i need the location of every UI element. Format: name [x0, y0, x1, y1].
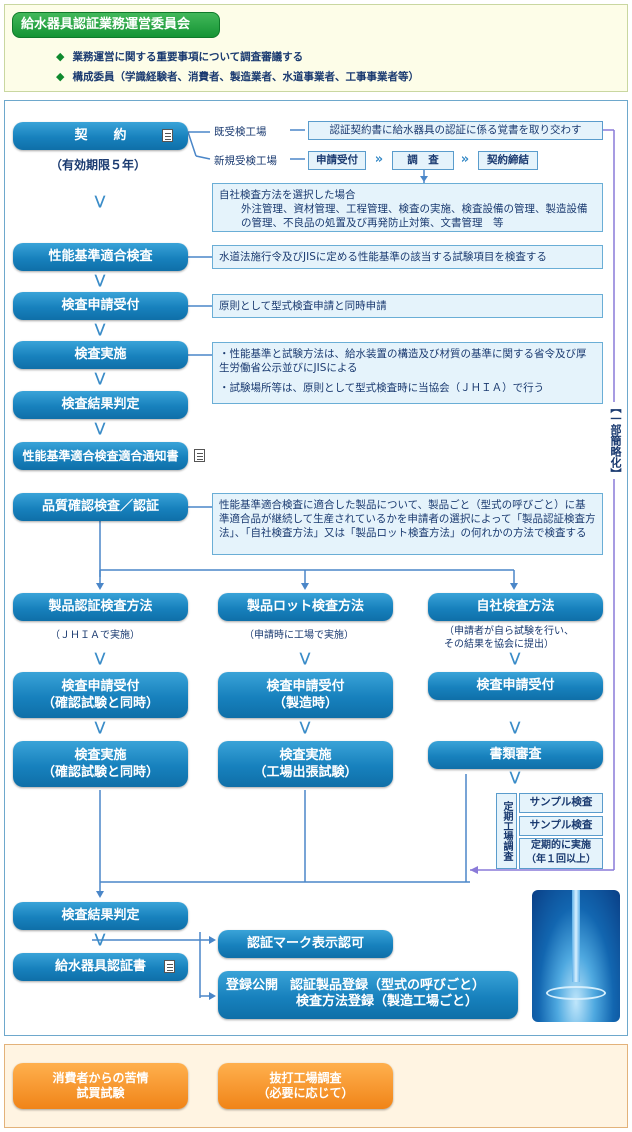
regular-inspection: 定期的に実施（年１回以上） — [519, 838, 603, 869]
self-method-title: 自社検査方法を選択した場合 — [219, 189, 356, 201]
product-cert-method-button[interactable]: 製品認証検査方法 — [13, 593, 188, 621]
application-desc: 原則として型式検査申請と同時申請 — [212, 294, 603, 318]
final-judgment-button[interactable]: 検査結果判定 — [13, 902, 188, 930]
document-icon — [164, 960, 175, 973]
conformity-desc: 水道法施行令及びJISに定める性能基準の該当する試験項目を検査する — [212, 245, 603, 269]
col1-apply-button[interactable]: 検査申請受付（確認試験と同時） — [13, 672, 188, 718]
conformity-inspection-button[interactable]: 性能基準適合検査 — [13, 243, 188, 271]
implementation-notes: ・性能基準と試験方法は、給水装置の構造及び材質の基準に関する省令及び厚生労働省公… — [212, 342, 603, 404]
side-label: 【一部簡略化】 — [607, 402, 623, 479]
water-ripple — [546, 986, 606, 1000]
committee-bullet-2: ◆構成委員（学識経験者、消費者、製造業者、水道事業者、工事事業者等） — [56, 70, 419, 83]
lot-note: （申請時に工場で実施） — [244, 630, 354, 641]
existing-factory-label: 既受検工場 — [214, 126, 267, 138]
impl-note-2: ・試験場所等は、原則として型式検査時に当協会（ＪＨＩＡ）で行う — [219, 382, 545, 394]
document-review-button[interactable]: 書類審査 — [428, 741, 603, 769]
chevron-down-icon: ⋁ — [94, 194, 106, 209]
col2-impl-button[interactable]: 検査実施（工場出張試験） — [218, 741, 393, 787]
surprise-inspection-button[interactable]: 抜打工場調査（必要に応じて） — [218, 1063, 393, 1109]
application-button[interactable]: 検査申請受付 — [13, 292, 188, 320]
col2-apply-button[interactable]: 検査申請受付（製造時） — [218, 672, 393, 718]
sample-inspection-1: サンプル検査 — [519, 793, 603, 813]
chevron-down-icon: ⋁ — [509, 720, 521, 735]
impl-note-1: ・性能基準と試験方法は、給水装置の構造及び材質の基準に関する省令及び厚生労働省公… — [219, 348, 587, 374]
quality-desc: 性能基準適合検査に適合した製品について、製品ごと（型式の呼びごと）に基準適合品が… — [212, 493, 603, 555]
quality-button[interactable]: 品質確認検査／認証 — [13, 493, 188, 521]
document-icon — [194, 449, 205, 462]
self-method-info: 自社検査方法を選択した場合 外注管理、資材管理、工程管理、検査の実施、検査設備の… — [212, 183, 603, 232]
publish-button[interactable]: 登録公開認証製品登録（型式の呼びごと） 検査方法登録（製造工場ごと） — [218, 971, 518, 1019]
product-cert-note: （ＪＨＩＡで実施） — [50, 630, 140, 641]
chevron-down-icon: ⋁ — [94, 273, 106, 288]
mark-approval-button[interactable]: 認証マーク表示認可 — [218, 930, 393, 958]
committee-bullet-1: ◆業務運営に関する重要事項について調査審議する — [56, 50, 304, 63]
diamond-icon: ◆ — [56, 70, 65, 83]
chevron-down-icon: ⋁ — [94, 932, 106, 947]
lot-method-button[interactable]: 製品ロット検査方法 — [218, 593, 393, 621]
step-apply: 申請受付 — [308, 151, 366, 170]
self-method-note: （申請者が自ら試験を行い、その結果を協会に提出） — [444, 626, 574, 650]
water-stream — [572, 890, 580, 982]
chevron-down-icon: ⋁ — [509, 651, 521, 666]
document-icon — [162, 129, 173, 142]
chevron-down-icon: ⋁ — [94, 322, 106, 337]
chevron-down-icon: ⋁ — [94, 720, 106, 735]
validity-label: （有効期限５年） — [50, 158, 147, 172]
chevron-down-icon: ⋁ — [94, 371, 106, 386]
complaint-button[interactable]: 消費者からの苦情試買試験 — [13, 1063, 188, 1109]
judgment-button[interactable]: 検査結果判定 — [13, 391, 188, 419]
step-contract: 契約締結 — [478, 151, 538, 170]
contract-button[interactable]: 契 約 — [13, 122, 188, 150]
water-drop-image — [532, 890, 620, 1022]
chevron-down-icon: ⋁ — [94, 651, 106, 666]
chevron-down-icon: ⋁ — [299, 651, 311, 666]
notice-button[interactable]: 性能基準適合検査適合通知書 — [13, 442, 188, 470]
certificate-button[interactable]: 給水器具認証書 — [13, 953, 188, 981]
new-factory-label: 新規受検工場 — [214, 155, 277, 167]
diamond-icon: ◆ — [56, 50, 65, 63]
chevron-down-icon: ⋁ — [299, 720, 311, 735]
committee-title: 給水器具認証業務運営委員会 — [12, 12, 220, 38]
col1-impl-button[interactable]: 検査実施（確認試験と同時） — [13, 741, 188, 787]
step-arrow-icon: » — [460, 152, 470, 167]
self-method-button[interactable]: 自社検査方法 — [428, 593, 603, 621]
col3-apply-button[interactable]: 検査申請受付 — [428, 672, 603, 700]
sample-inspection-2: サンプル検査 — [519, 816, 603, 836]
chevron-down-icon: ⋁ — [94, 421, 106, 436]
periodic-inspection-label: 定期工場調査 — [496, 793, 517, 869]
chevron-down-icon: ⋁ — [509, 770, 521, 785]
step-survey: 調 査 — [392, 151, 454, 170]
existing-factory-desc: 認証契約書に給水器具の認証に係る覚書を取り交わす — [308, 121, 603, 140]
step-arrow-icon: » — [374, 152, 384, 167]
self-method-body: 外注管理、資材管理、工程管理、検査の実施、検査設備の管理、製造設備の管理、不良品… — [241, 203, 588, 229]
implementation-button[interactable]: 検査実施 — [13, 341, 188, 369]
